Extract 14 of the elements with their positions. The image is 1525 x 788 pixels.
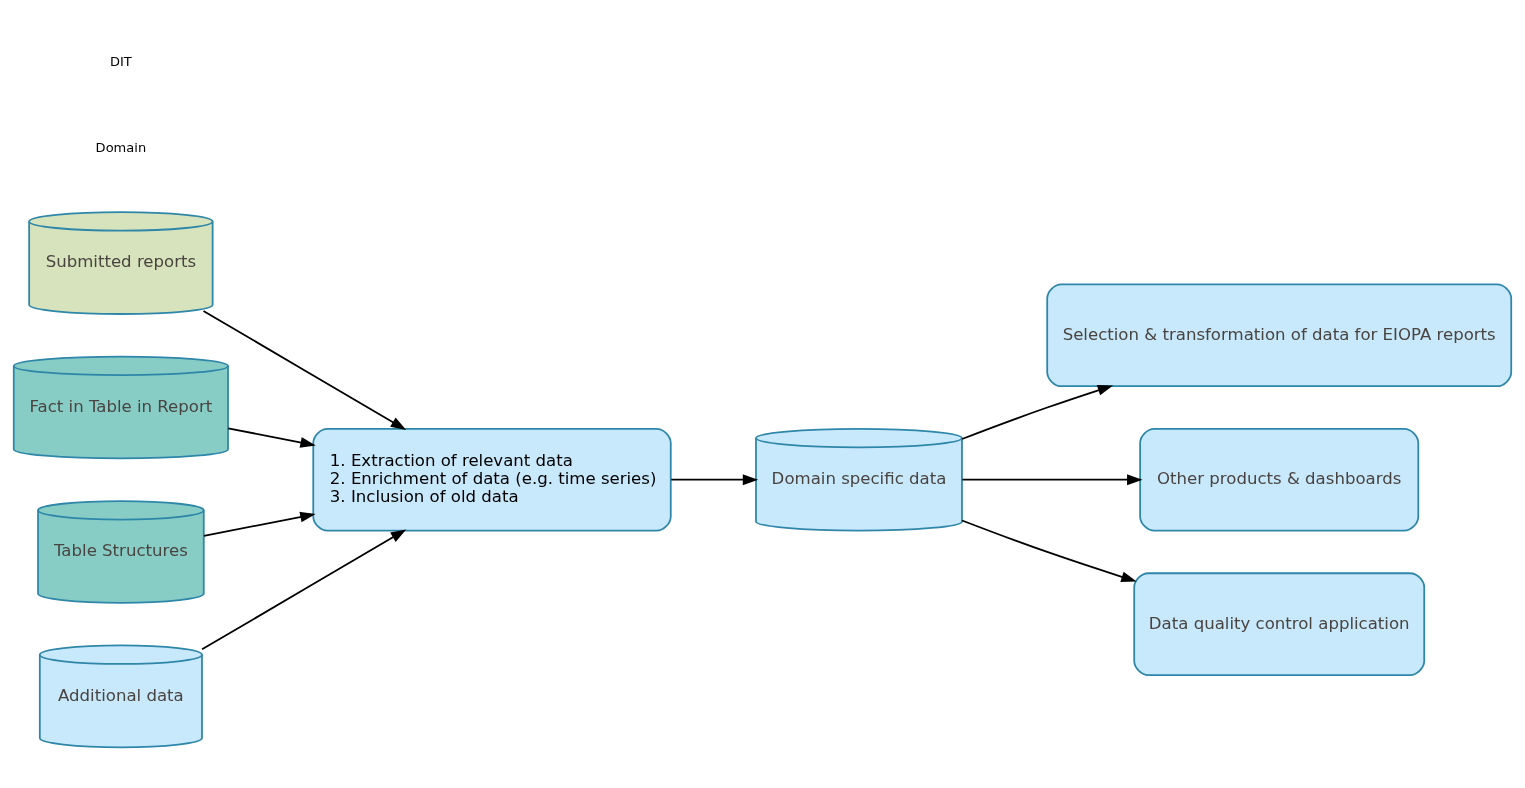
arrow: [961, 519, 1137, 582]
node-box: Data quality control application: [1133, 571, 1426, 676]
arrow: [202, 309, 407, 430]
label: Domain: [95, 139, 147, 155]
arrow: [227, 426, 316, 448]
arrow: [670, 473, 759, 485]
node-box: 1. Extraction of relevant data 2. Enrichment of data (e.g. time series) 3. Inclusion of old data: [312, 427, 672, 531]
label: DIT: [109, 53, 132, 69]
node-box: Selection & transformation of data for EIOPA reports: [1046, 283, 1513, 387]
arrow: [961, 473, 1143, 485]
arrow: [201, 528, 407, 650]
arrow: [961, 384, 1114, 440]
node-box: Other products & dashboards: [1139, 427, 1420, 531]
arrow: [203, 511, 316, 537]
